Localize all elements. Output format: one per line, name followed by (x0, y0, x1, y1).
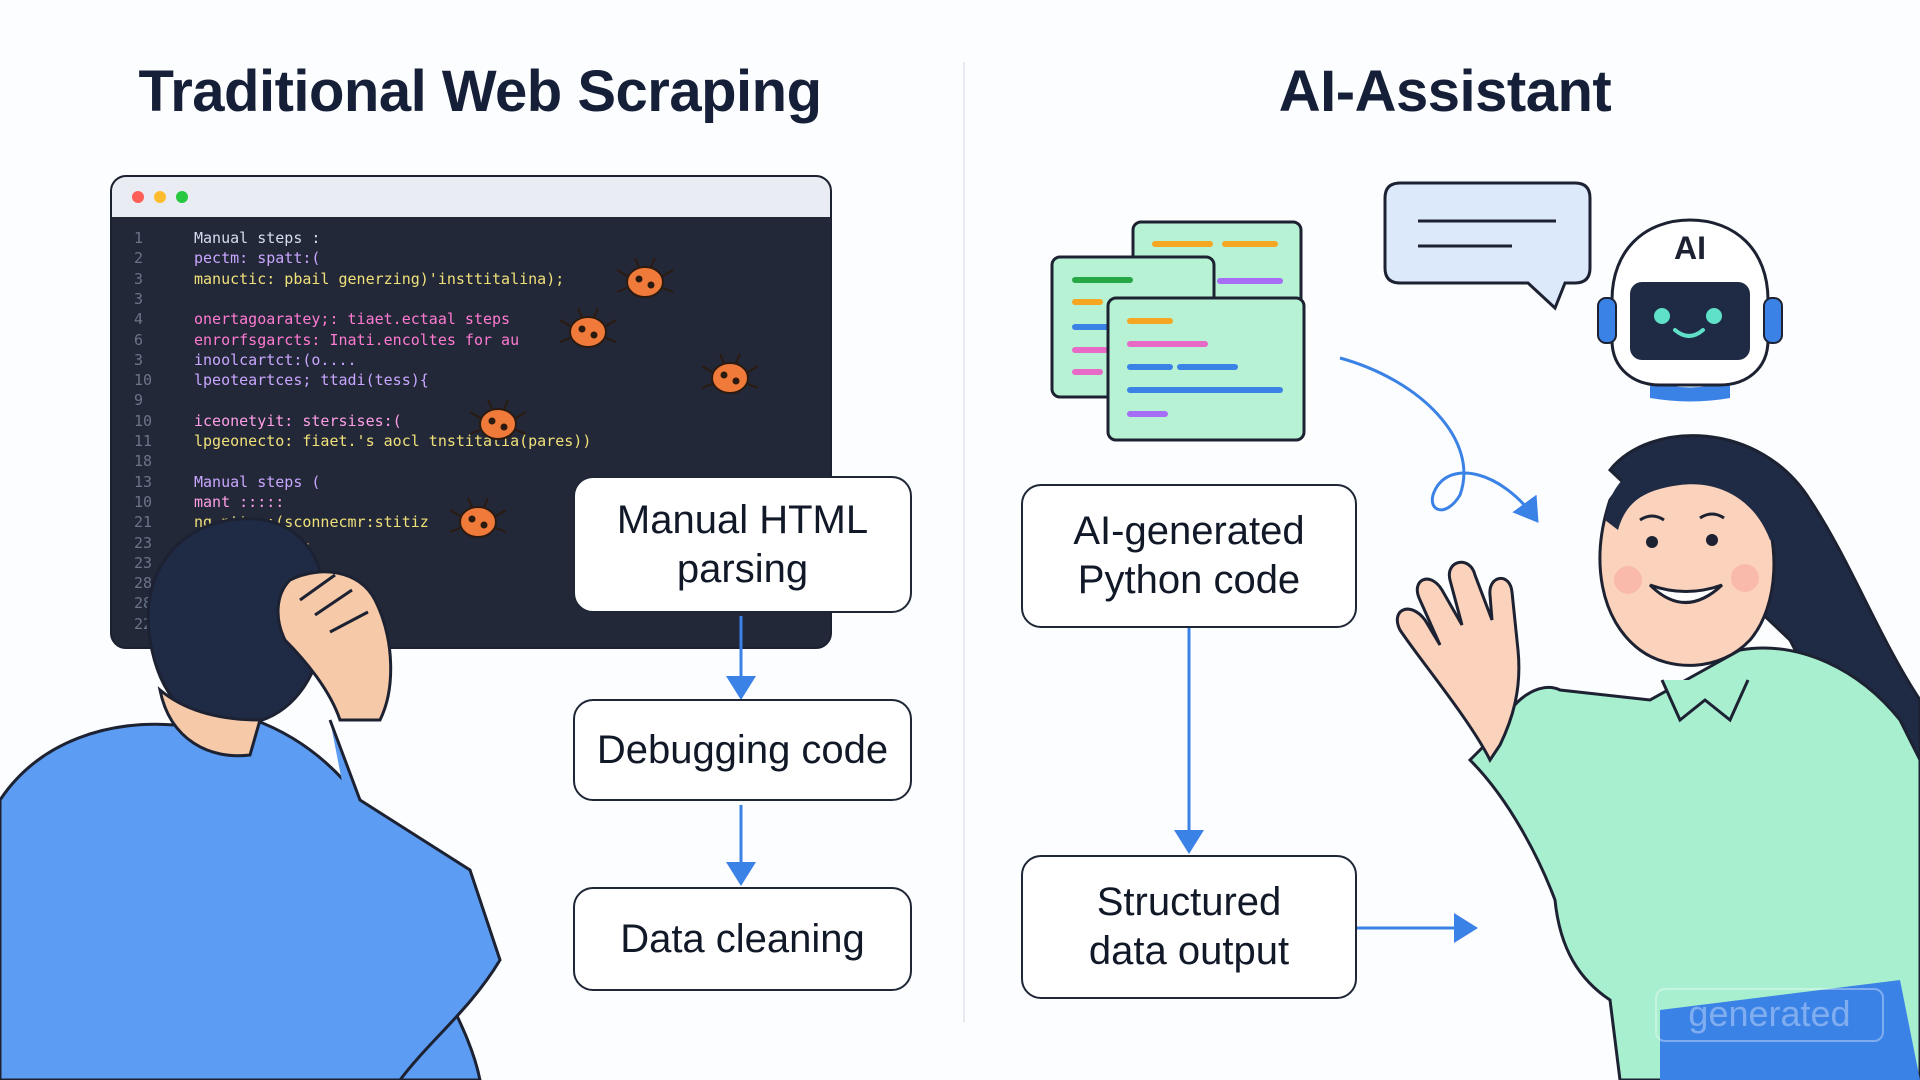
curvy-arrow (1339, 356, 1539, 523)
maximize-dot-icon (176, 191, 188, 203)
code-text: enrorfsgarcts: Inati.encoltes for au (194, 330, 520, 349)
code-text: Manual steps : (194, 229, 321, 247)
robot-label: AI (1674, 230, 1706, 266)
line-number: 3 (134, 289, 144, 308)
line-number: 6 (134, 330, 144, 349)
frustrated-person-illustration (0, 517, 502, 1080)
line-number: 23 (134, 553, 153, 572)
bug-icon (469, 399, 527, 440)
speech-bubble-icon (1383, 181, 1592, 311)
line-number: 18 (134, 452, 153, 471)
step-label: Manual HTML parsing (616, 497, 869, 591)
right-title: AI-Assistant (1278, 59, 1612, 124)
step-label: Debugging code (596, 727, 889, 772)
line-number: 13 (134, 472, 153, 491)
line-number: 23 (134, 533, 153, 552)
code-text: pectm: spatt:( (194, 249, 321, 268)
line-number: 1 (134, 229, 144, 247)
bug-icon (616, 257, 674, 298)
code-text: iceonetyit: stersises:( (194, 411, 402, 430)
code-text: mant ::::: (194, 492, 285, 511)
code-text: inoolcartct:(o.... (194, 350, 357, 369)
left-title: Traditional Web Scraping (138, 59, 822, 124)
step-box: Structured data output (1021, 855, 1357, 999)
line-number: 21 (134, 513, 153, 532)
code-text: Manual steps ( (194, 472, 321, 491)
window-titlebar (112, 177, 830, 217)
line-number: 2 (134, 249, 144, 268)
line-number: 10 (134, 411, 153, 430)
bug-icon (701, 353, 759, 394)
line-number: 10 (134, 492, 153, 511)
ai-robot-icon: AI (1597, 218, 1783, 402)
line-number: 4 (134, 310, 144, 329)
code-text: manuctic: pbail generzing)'insttitalina)… (194, 269, 565, 288)
step-box: Data cleaning (573, 887, 912, 991)
line-number: 9 (134, 391, 144, 410)
code-text: onertagoaratey;: tiaet.ectaal steps (194, 310, 511, 329)
line-number: 3 (134, 269, 144, 288)
minimize-dot-icon (154, 191, 166, 203)
bug-icon (559, 307, 617, 348)
code-cards-illustration (1050, 220, 1306, 442)
step-box: AI-generated Python code (1021, 484, 1357, 628)
step-box: Debugging code (573, 699, 912, 801)
line-number: 11 (134, 432, 153, 450)
step-label: AI-generated Python code (1073, 509, 1305, 602)
step-label: Structured data output (1088, 880, 1290, 973)
panel-divider (963, 62, 965, 1022)
step-label: Data cleaning (620, 916, 865, 961)
bug-icon (449, 497, 507, 538)
happy-person-illustration (1395, 434, 1920, 1080)
close-dot-icon (132, 191, 144, 203)
code-text: lpeoteartces; ttadi(tess){ (194, 371, 429, 390)
watermark: generated (1655, 988, 1884, 1042)
line-number: 10 (134, 371, 153, 390)
line-number: 3 (134, 350, 144, 369)
step-box: Manual HTML parsing (573, 476, 912, 613)
line-number: 28 (134, 574, 153, 593)
